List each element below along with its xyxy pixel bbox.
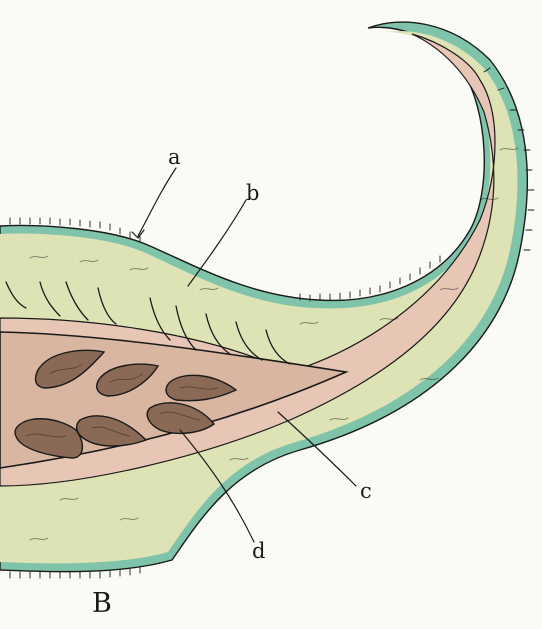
label-b: b: [246, 181, 259, 205]
label-d: d: [252, 539, 265, 563]
leader-a: [138, 168, 176, 236]
leader-b: [188, 200, 246, 286]
label-a: a: [168, 145, 181, 169]
panel-label: B: [92, 588, 112, 619]
label-c: c: [360, 479, 372, 503]
leader-a-arrow: [132, 230, 144, 238]
